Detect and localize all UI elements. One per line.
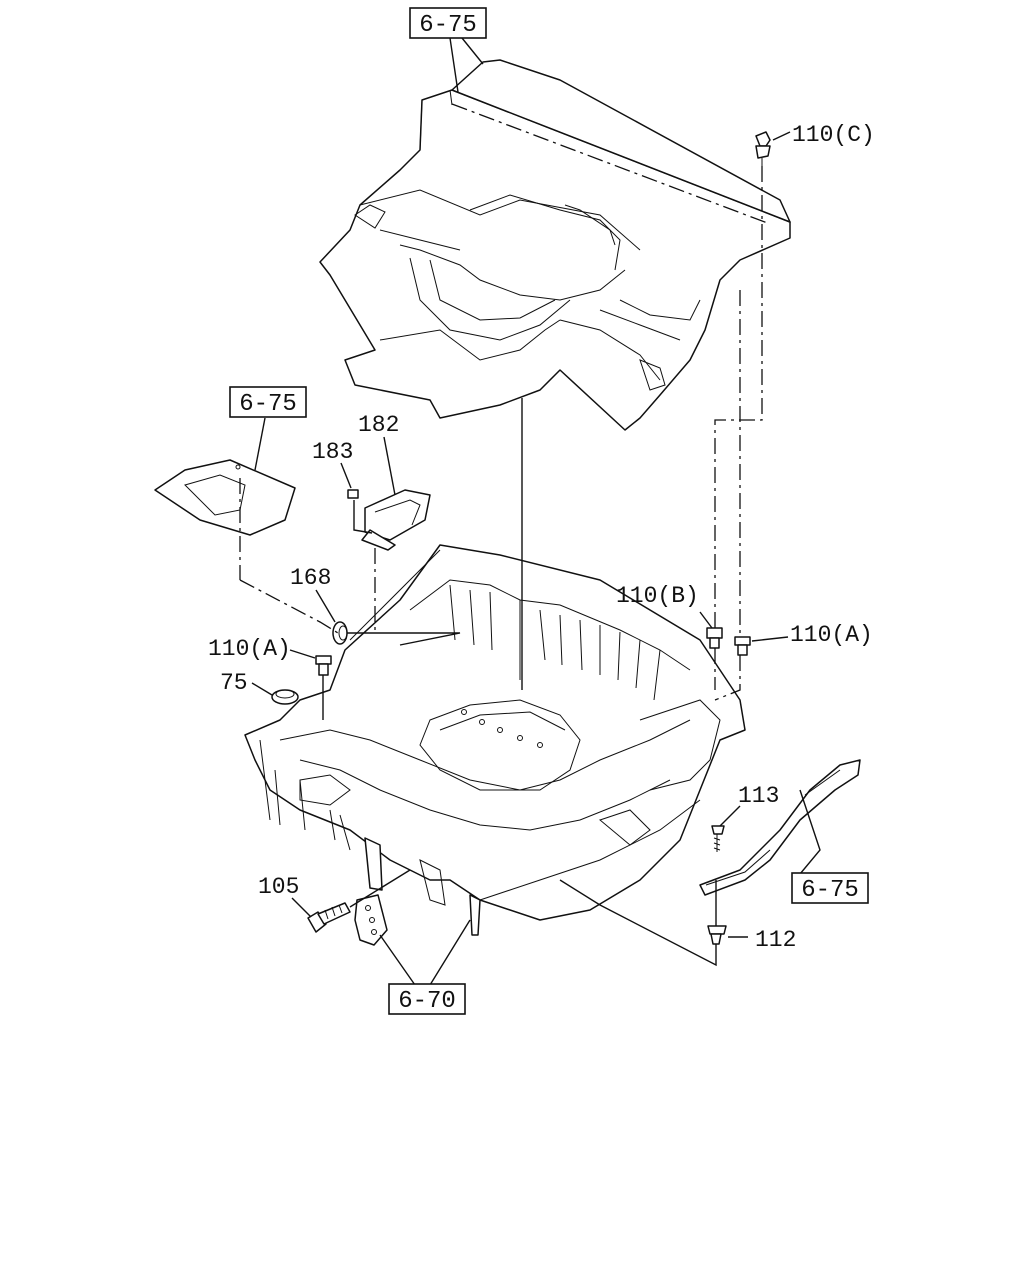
callout-113: 113 [738, 783, 779, 809]
clip-183 [347, 489, 359, 499]
ref-label-top: 6-75 [419, 12, 477, 39]
callout-182: 182 [358, 412, 399, 438]
callout-105: 105 [258, 874, 299, 900]
ref-box-top[interactable]: 6-75 [409, 7, 487, 39]
screw-113 [711, 825, 725, 852]
callout-110a-left: 110(A) [208, 636, 291, 662]
grommet-168 [332, 621, 348, 645]
bolt-105 [307, 902, 351, 933]
clip-112 [707, 925, 727, 945]
fastener-110a-right [734, 636, 751, 656]
ref-box-left[interactable]: 6-75 [229, 386, 307, 418]
callout-168: 168 [290, 565, 331, 591]
ref-box-right[interactable]: 6-75 [791, 872, 869, 904]
fastener-110c [755, 131, 771, 166]
callout-110a-right: 110(A) [790, 622, 873, 648]
plate-6-70 [354, 894, 388, 946]
step-plate [699, 759, 861, 896]
leader-lines [239, 37, 821, 986]
ref-label-left: 6-75 [239, 391, 297, 418]
callout-112: 112 [755, 927, 796, 953]
grommet-75 [271, 689, 299, 705]
ref-label-bottom: 6-70 [398, 988, 456, 1015]
callout-75: 75 [220, 670, 248, 696]
ref-box-bottom[interactable]: 6-70 [388, 983, 466, 1015]
callout-183: 183 [312, 439, 353, 465]
left-small-panel [154, 459, 296, 580]
fastener-110a-left [315, 655, 332, 676]
callout-110b: 110(B) [616, 583, 699, 609]
upper-floor-panel [319, 59, 791, 431]
ref-label-right: 6-75 [801, 877, 859, 904]
fastener-110b [706, 627, 723, 649]
callout-110c: 110(C) [792, 122, 875, 148]
bracket-182 [361, 489, 431, 551]
